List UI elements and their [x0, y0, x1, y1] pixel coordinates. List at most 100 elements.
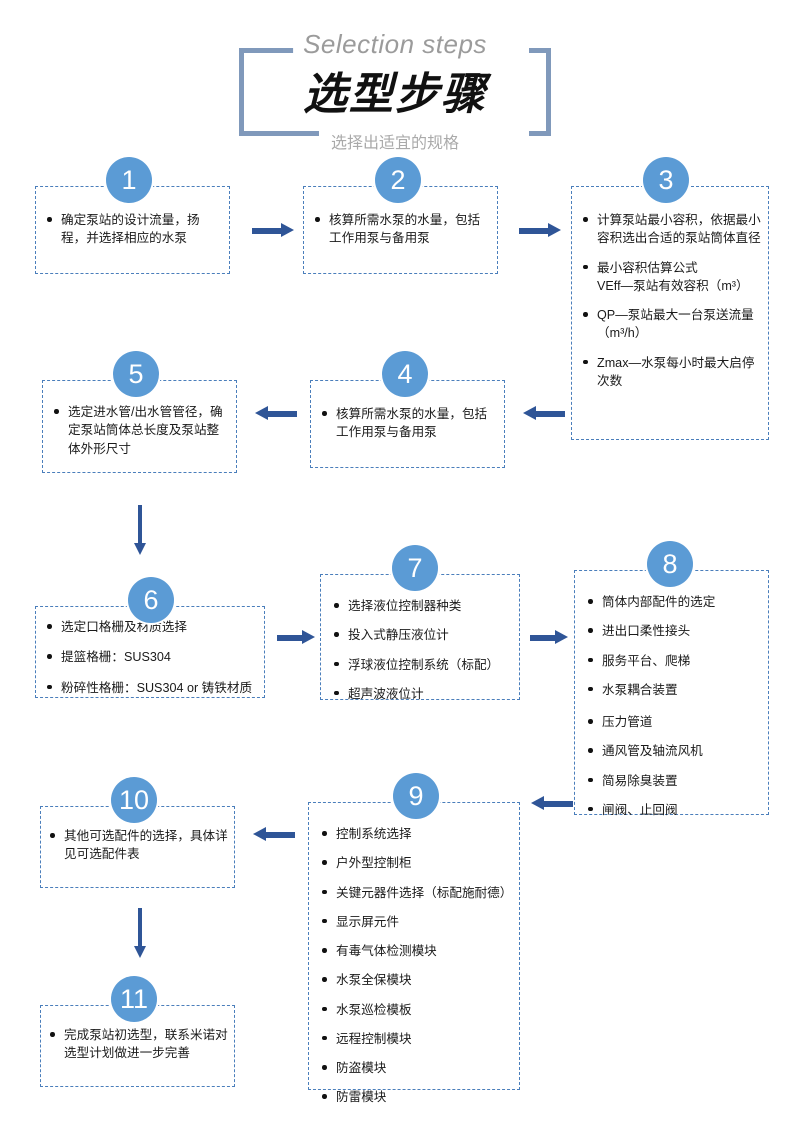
step-1-list: 确定泵站的设计流量，扬程，并选择相应的水泵 — [46, 211, 222, 248]
list-item: Zmax—水泵每小时最大启停次数 — [582, 354, 762, 391]
step-badge-2: 2 — [375, 157, 421, 203]
step-8-list: 筒体内部配件的选定 进出口柔性接头 服务平台、爬梯 水泵耦合装置 压力管道 通风… — [587, 593, 763, 819]
list-item: 压力管道 — [587, 713, 763, 731]
list-item: 确定泵站的设计流量，扬程，并选择相应的水泵 — [46, 211, 222, 248]
arrow-8-to-9 — [531, 796, 573, 810]
step-badge-9: 9 — [393, 773, 439, 819]
arrow-shaft — [277, 634, 303, 641]
arrow-head — [523, 406, 536, 420]
arrow-head — [281, 223, 294, 237]
list-item: 水泵巡检模板 — [321, 1001, 515, 1019]
arrow-shaft — [543, 800, 573, 807]
bracket-bottom-right — [529, 131, 551, 136]
list-item-text: 最小容积估算公式 — [597, 260, 698, 275]
step-box-3[interactable]: 计算泵站最小容积，依据最小容积选出合适的泵站筒体直径 最小容积估算公式 VEff… — [571, 186, 769, 440]
arrow-head — [302, 630, 315, 644]
list-item: 提篮格栅：SUS304 — [46, 648, 260, 666]
list-item: 选定口格栅及材质选择 — [46, 618, 260, 636]
arrow-3-to-4 — [523, 406, 565, 420]
step-10-list: 其他可选配件的选择，具体详见可选配件表 — [49, 827, 229, 864]
arrow-2-to-3 — [519, 223, 561, 237]
bracket-left — [239, 48, 244, 136]
arrow-shaft — [138, 908, 142, 946]
step-2-list: 核算所需水泵的水量，包括工作用泵与备用泵 — [314, 211, 490, 248]
list-item: 选定进水管/出水管管径，确定泵站筒体总长度及泵站整体外形尺寸 — [53, 403, 229, 458]
bracket-top-right — [529, 48, 551, 53]
header-subtitle: 选择出适宜的规格 — [318, 129, 472, 153]
list-item: 简易除臭装置 — [587, 772, 763, 790]
list-item: 远程控制模块 — [321, 1030, 515, 1048]
arrow-head — [255, 406, 268, 420]
list-item: 有毒气体检测模块 — [321, 942, 515, 960]
step-badge-8: 8 — [647, 541, 693, 587]
arrow-head — [548, 223, 561, 237]
list-item: 服务平台、爬梯 — [587, 652, 763, 670]
list-item-subtext: VEff—泵站有效容积（m³） — [597, 278, 749, 293]
list-item: 水泵全保模块 — [321, 971, 515, 989]
bracket-bottom-left — [239, 131, 327, 136]
arrow-shaft — [265, 831, 295, 838]
step-box-11[interactable]: 完成泵站初选型，联系米诺对选型计划做进一步完善 — [40, 1005, 235, 1087]
page-title: 选型步骤 — [303, 70, 487, 119]
step-badge-3: 3 — [643, 157, 689, 203]
step-box-6[interactable]: 选定口格栅及材质选择 提篮格栅：SUS304 粉碎性格栅：SUS304 or 铸… — [35, 606, 265, 698]
list-item: 计算泵站最小容积，依据最小容积选出合适的泵站筒体直径 — [582, 211, 762, 248]
list-item: 水泵耦合装置 — [587, 681, 763, 699]
list-item: 控制系统选择 — [321, 825, 515, 843]
arrow-shaft — [252, 227, 282, 234]
bracket-right — [546, 48, 551, 136]
step-badge-1: 1 — [106, 157, 152, 203]
list-item: 进出口柔性接头 — [587, 622, 763, 640]
list-item: 浮球液位控制系统（标配） — [333, 656, 513, 674]
arrow-head — [555, 630, 568, 644]
arrow-head — [134, 543, 146, 555]
arrow-shaft — [535, 410, 565, 417]
step-badge-10: 10 — [111, 777, 157, 823]
step-badge-6: 6 — [128, 577, 174, 623]
arrow-1-to-2 — [252, 223, 294, 237]
step-box-5[interactable]: 选定进水管/出水管管径，确定泵站筒体总长度及泵站整体外形尺寸 — [42, 380, 237, 473]
step-badge-7: 7 — [392, 545, 438, 591]
list-item: 户外型控制柜 — [321, 854, 515, 872]
step-box-8[interactable]: 筒体内部配件的选定 进出口柔性接头 服务平台、爬梯 水泵耦合装置 压力管道 通风… — [574, 570, 769, 817]
step-3-list: 计算泵站最小容积，依据最小容积选出合适的泵站筒体直径 最小容积估算公式 VEff… — [582, 211, 762, 390]
arrow-9-to-10 — [253, 827, 295, 841]
list-item: 其他可选配件的选择，具体详见可选配件表 — [49, 827, 229, 864]
arrow-shaft — [138, 505, 142, 543]
arrow-shaft — [267, 410, 297, 417]
step-box-7[interactable]: 选择液位控制器种类 投入式静压液位计 浮球液位控制系统（标配） 超声波液位计 — [320, 574, 520, 703]
step-badge-4: 4 — [382, 351, 428, 397]
list-item: 投入式静压液位计 — [333, 626, 513, 644]
arrow-7-to-8 — [530, 630, 568, 644]
list-item: 完成泵站初选型，联系米诺对选型计划做进一步完善 — [49, 1026, 229, 1063]
arrow-shaft — [530, 634, 556, 641]
list-item: 核算所需水泵的水量，包括工作用泵与备用泵 — [314, 211, 490, 248]
step-7-list: 选择液位控制器种类 投入式静压液位计 浮球液位控制系统（标配） 超声波液位计 — [333, 597, 513, 703]
list-item: 防雷模块 — [321, 1088, 515, 1106]
step-9-list: 控制系统选择 户外型控制柜 关键元器件选择（标配施耐德） 显示屏元件 有毒气体检… — [321, 825, 515, 1107]
list-item: 粉碎性格栅：SUS304 or 铸铁材质 — [46, 679, 260, 697]
step-badge-11: 11 — [111, 976, 157, 1022]
arrow-shaft — [519, 227, 549, 234]
list-item: 选择液位控制器种类 — [333, 597, 513, 615]
arrow-head — [253, 827, 266, 841]
list-item: QP—泵站最大一台泵送流量（m³/h） — [582, 306, 762, 343]
list-item: 最小容积估算公式 VEff—泵站有效容积（m³） — [582, 259, 762, 296]
list-item: 核算所需水泵的水量，包括工作用泵与备用泵 — [321, 405, 497, 442]
arrow-6-to-7 — [277, 630, 315, 644]
arrow-5-to-6 — [134, 505, 146, 555]
step-box-9[interactable]: 控制系统选择 户外型控制柜 关键元器件选择（标配施耐德） 显示屏元件 有毒气体检… — [308, 802, 520, 1104]
step-badge-5: 5 — [113, 351, 159, 397]
step-5-list: 选定进水管/出水管管径，确定泵站筒体总长度及泵站整体外形尺寸 — [53, 403, 229, 458]
list-item: 关键元器件选择（标配施耐德） — [321, 884, 515, 902]
page-header: Selection steps 选型步骤 选择出适宜的规格 — [239, 29, 551, 153]
step-11-list: 完成泵站初选型，联系米诺对选型计划做进一步完善 — [49, 1026, 229, 1063]
arrow-4-to-5 — [255, 406, 297, 420]
list-item: 防盗模块 — [321, 1059, 515, 1077]
step-4-list: 核算所需水泵的水量，包括工作用泵与备用泵 — [321, 405, 497, 442]
step-box-2[interactable]: 核算所需水泵的水量，包括工作用泵与备用泵 — [303, 186, 498, 274]
arrow-head — [134, 946, 146, 958]
list-item: 显示屏元件 — [321, 913, 515, 931]
arrow-head — [531, 796, 544, 810]
